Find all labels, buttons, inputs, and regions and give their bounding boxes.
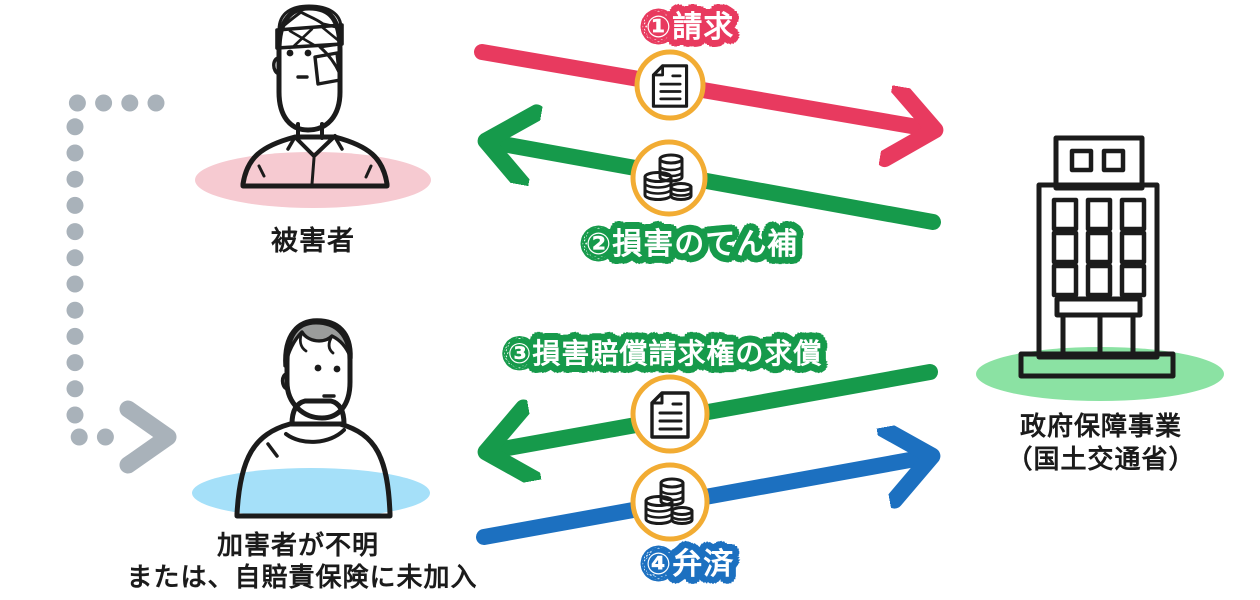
dotted-connector	[66, 94, 165, 446]
coins-icon	[630, 139, 708, 217]
document-icon	[634, 49, 706, 121]
government-building-illustration	[976, 135, 1224, 401]
arrow-step2-compensation	[486, 141, 941, 230]
perpetrator-ground-ellipse	[192, 468, 430, 518]
government-label-line2: （国土交通省）	[1006, 445, 1196, 475]
label-step1-claim: ①請求	[645, 10, 735, 45]
government-label-line1: 政府保障事業	[1019, 412, 1183, 442]
coins-icon	[630, 462, 710, 542]
perpetrator-illustration	[192, 318, 430, 519]
arrow-step1-claim	[474, 44, 935, 130]
label-step2-compensation: ②損害のてん補	[585, 227, 799, 262]
label-step3-subrogation: ③損害賠償請求権の求償	[507, 337, 823, 370]
perpetrator-label-line2: または、自賠責保険に未加入	[126, 563, 478, 593]
victim-illustration	[195, 4, 431, 208]
label-step4-repayment: ④弁済	[645, 547, 735, 582]
perpetrator-label-line1: 加害者が不明	[216, 531, 380, 561]
victim-label: 被害者	[271, 226, 355, 257]
document-icon	[630, 374, 710, 454]
dotted-connector-arrow-icon	[119, 400, 177, 474]
